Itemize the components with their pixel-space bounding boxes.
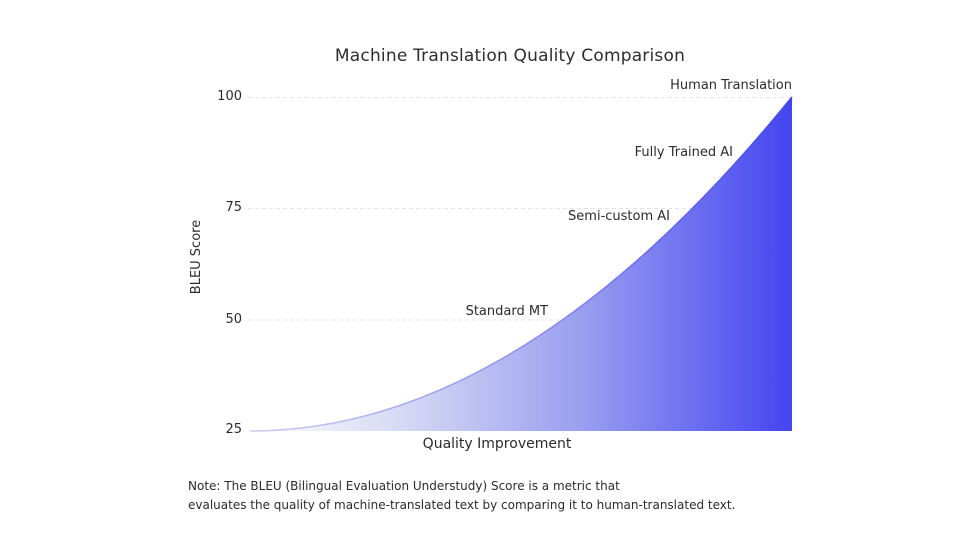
x-axis-title: Quality Improvement bbox=[422, 436, 572, 452]
annotation-standard-mt: Standard MT bbox=[465, 304, 548, 319]
chart-title: Machine Translation Quality Comparison bbox=[334, 46, 686, 66]
y-tick-50: 50 bbox=[225, 312, 242, 327]
area-fill bbox=[250, 97, 792, 431]
annotation-semi-custom-ai: Semi-custom AI bbox=[568, 209, 670, 224]
footnote: Note: The BLEU (Bilingual Evaluation Und… bbox=[188, 477, 808, 515]
curve-line bbox=[249, 96, 793, 432]
annotation-fully-trained-ai: Fully Trained AI bbox=[634, 145, 733, 160]
footnote-line-1: Note: The BLEU (Bilingual Evaluation Und… bbox=[188, 479, 620, 493]
y-tick-75: 75 bbox=[225, 200, 242, 215]
y-tick-100: 100 bbox=[217, 89, 242, 104]
footnote-line-2: evaluates the quality of machine-transla… bbox=[188, 498, 736, 512]
annotation-human-translation: Human Translation bbox=[670, 78, 792, 93]
y-tick-25: 25 bbox=[225, 422, 242, 437]
